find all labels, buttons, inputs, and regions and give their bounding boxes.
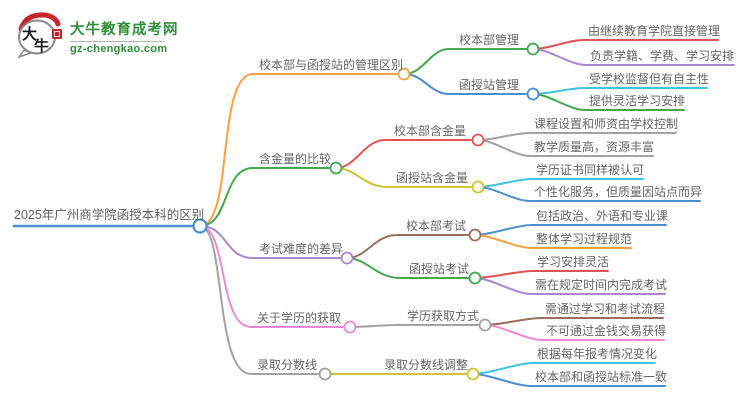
leaf-label[interactable]: 负责学籍、学费、学习安排: [590, 49, 735, 63]
leaf-label[interactable]: 课程设置和师资由学校控制: [534, 117, 679, 131]
branch-label-scoreline[interactable]: 录取分数线: [257, 358, 318, 372]
logo-text-block: 大牛教育成考网 gz-chengkao.com: [70, 10, 179, 55]
root-node-label[interactable]: 2025年广州商学院函授本科的区别: [14, 208, 205, 222]
toggle-score-adjust[interactable]: [466, 367, 480, 381]
node-label-station-value[interactable]: 函授站含金量: [396, 171, 469, 185]
root-toggle[interactable]: [192, 218, 208, 234]
toggle-management[interactable]: [397, 67, 411, 81]
node-label-hq-exam[interactable]: 校本部考试: [406, 219, 467, 233]
leaf-label[interactable]: 由继续教育学院直接管理: [588, 24, 721, 38]
leaf-label[interactable]: 教学质量高，资源丰富: [534, 140, 655, 154]
leaf-label[interactable]: 学历证书同样被认可: [536, 163, 645, 177]
leaf-label[interactable]: 提供灵活学习安排: [589, 94, 686, 108]
branch-curve-scoreline: [199, 225, 319, 375]
toggle-exam[interactable]: [340, 251, 354, 265]
logo-divider: [70, 41, 165, 42]
toggle-hq-exam[interactable]: [468, 228, 482, 242]
logo-seal-char2: 牛: [34, 37, 49, 55]
node-label-hq-value[interactable]: 校本部含金量: [394, 124, 467, 138]
logo-bubble-icon: 大 牛: [17, 12, 62, 58]
logo-seal-icon: [52, 29, 62, 39]
node-label-score-adjust[interactable]: 录取分数线调整: [384, 358, 469, 372]
leaf-label[interactable]: 包括政治、外语和专业课: [536, 209, 669, 223]
logo-title: 大牛教育成考网: [70, 22, 179, 38]
toggle-scoreline[interactable]: [318, 367, 332, 381]
logo-domain: gz-chengkao.com: [70, 43, 168, 55]
logo-seal-char1: 大: [22, 25, 37, 43]
leaf-label[interactable]: 校本部和函授站标准一致: [535, 370, 668, 384]
toggle-hq-value[interactable]: [471, 133, 485, 147]
node-label-station-exam[interactable]: 函授站考试: [409, 262, 470, 276]
site-logo[interactable]: 大 牛 大牛教育成考网 gz-chengkao.com: [14, 10, 179, 58]
logo-crescent-icon: [18, 12, 61, 32]
node-label-hq-management[interactable]: 校本部管理: [459, 33, 520, 47]
toggle-station-value[interactable]: [471, 180, 485, 194]
branch-curve-management: [199, 73, 398, 227]
node-label-diploma-method[interactable]: 学历获取方式: [407, 309, 480, 323]
node-label-station-management[interactable]: 函授站管理: [459, 78, 520, 92]
toggle-diploma[interactable]: [343, 320, 357, 334]
leaf-label[interactable]: 不可通过金钱交易获得: [546, 324, 667, 338]
branch-label-value[interactable]: 含金量的比较: [259, 152, 332, 166]
leaf-label[interactable]: 根据每年报考情况变化: [537, 347, 658, 361]
leaf-label[interactable]: 需在规定时间内完成考试: [535, 278, 668, 292]
branch-label-diploma[interactable]: 关于学历的获取: [257, 311, 342, 325]
leaf-label[interactable]: 学习安排灵活: [537, 255, 610, 269]
toggle-hq-management[interactable]: [526, 42, 540, 56]
branch-curve-exam: [199, 225, 341, 259]
branch-curve-diploma: [199, 225, 344, 328]
branch-label-management[interactable]: 校本部与函授站的管理区别: [259, 58, 404, 72]
leaf-label[interactable]: 整体学习过程规范: [536, 232, 633, 246]
toggle-station-management[interactable]: [526, 87, 540, 101]
branch-curve-value: [199, 167, 330, 227]
toggle-diploma-method[interactable]: [478, 318, 492, 332]
toggle-station-exam[interactable]: [468, 271, 482, 285]
leaf-label[interactable]: 需通过学习和考试流程: [545, 302, 666, 316]
leaf-label[interactable]: 受学校监督但有自主性: [589, 72, 710, 86]
toggle-value[interactable]: [329, 161, 343, 175]
branch-label-exam[interactable]: 考试难度的差异: [259, 242, 344, 256]
leaf-label[interactable]: 个性化服务，但质量因站点而异: [534, 185, 703, 199]
